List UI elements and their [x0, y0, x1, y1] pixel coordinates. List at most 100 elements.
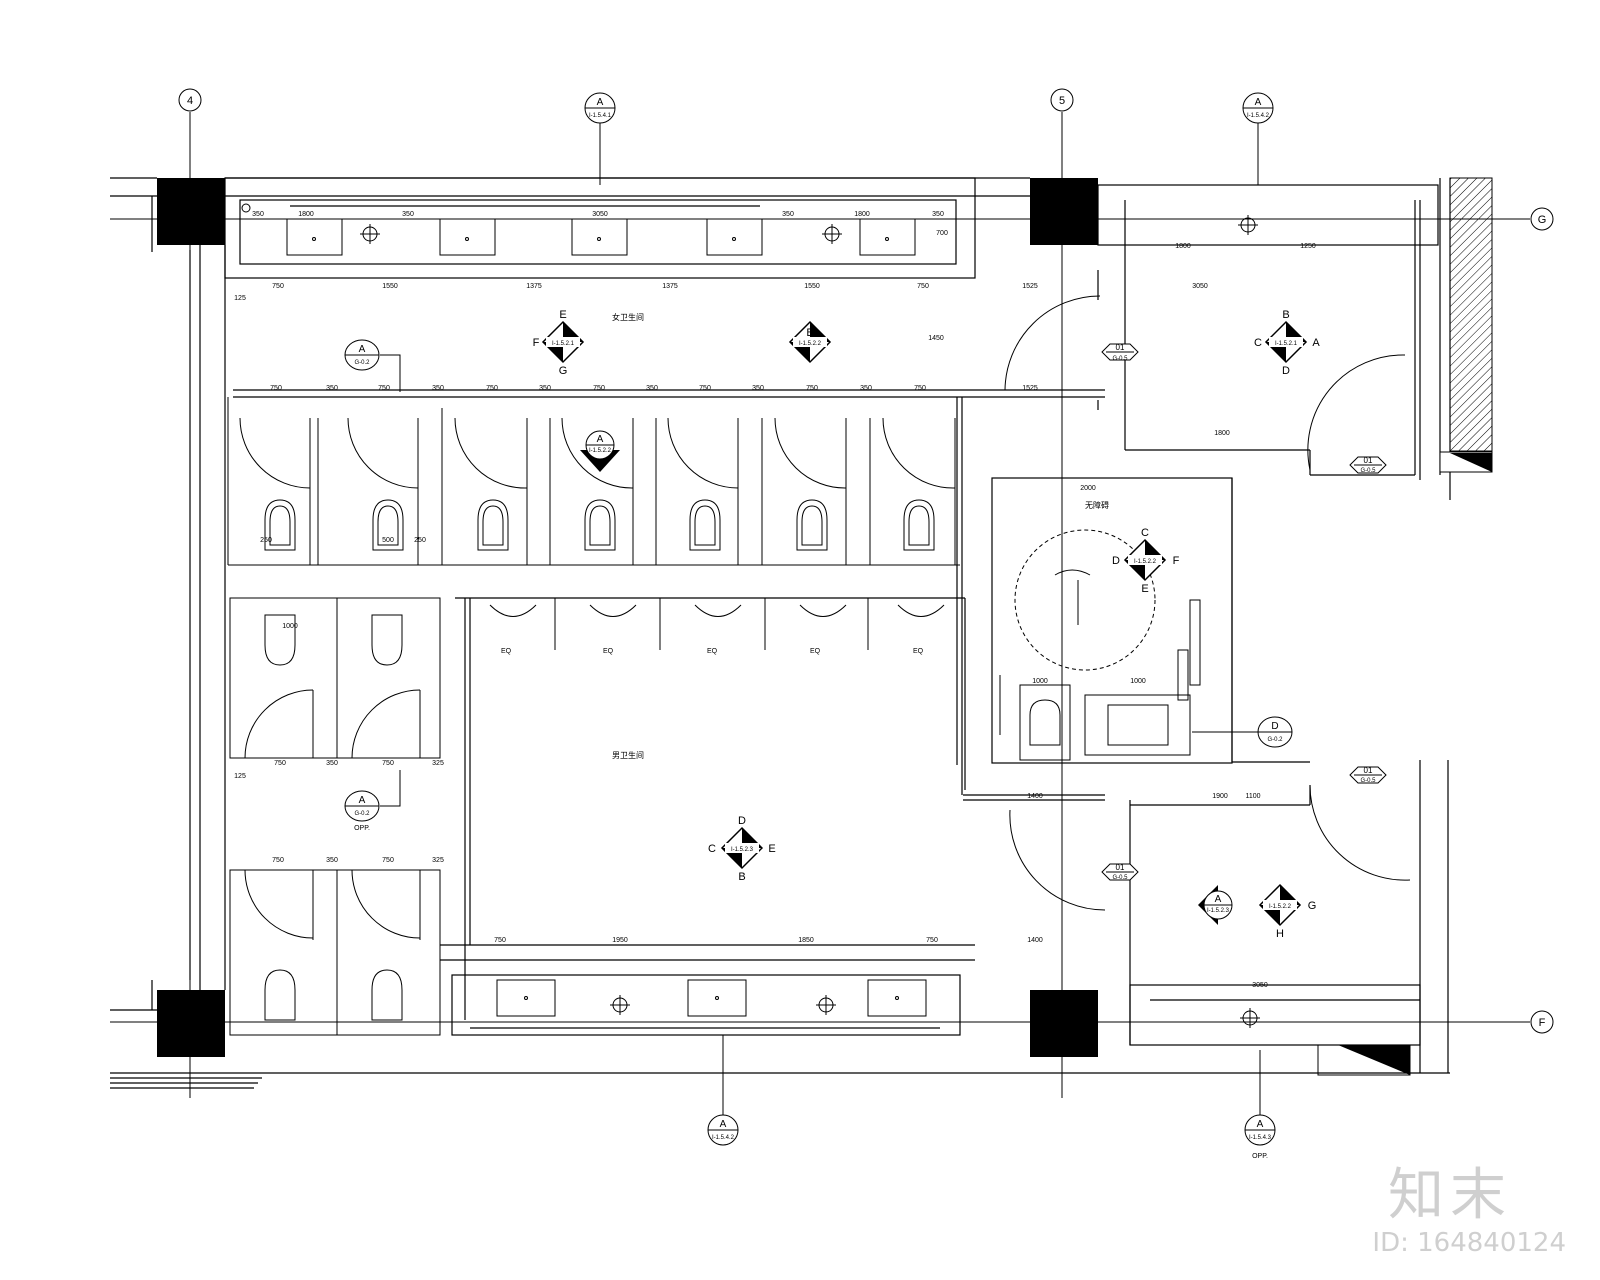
- svg-text:1525: 1525: [1022, 283, 1038, 290]
- svg-text:01: 01: [1364, 456, 1373, 465]
- svg-text:350: 350: [752, 385, 764, 392]
- hatched-wall-top: [1449, 177, 1493, 452]
- wall-wedge-bottom: [1338, 1045, 1410, 1075]
- svg-text:3050: 3050: [1252, 982, 1268, 989]
- svg-text:250: 250: [414, 537, 426, 544]
- elevation-tag-bottom-mid: A I-1.5.4.2: [707, 1035, 739, 1146]
- grid-label-4: 4: [187, 95, 193, 107]
- pipe-box-bottom: [1317, 1044, 1411, 1076]
- svg-text:A: A: [597, 97, 604, 108]
- detail-tag-stall-row-2: A G-0.2 OPP.: [344, 770, 401, 832]
- svg-text:A: A: [1255, 97, 1262, 108]
- svg-text:350: 350: [326, 385, 338, 392]
- svg-text:1800: 1800: [854, 211, 870, 218]
- svg-text:750: 750: [917, 283, 929, 290]
- svg-text:EQ: EQ: [707, 648, 718, 655]
- svg-text:B: B: [806, 327, 813, 339]
- svg-text:EQ: EQ: [501, 648, 512, 655]
- svg-text:1900: 1900: [1212, 793, 1228, 800]
- vanity-sinks-bottom: [496, 979, 1260, 1028]
- svg-text:D: D: [738, 815, 746, 827]
- svg-text:G-0.2: G-0.2: [1267, 737, 1283, 743]
- svg-text:1375: 1375: [526, 283, 542, 290]
- accessible-fixtures: [999, 529, 1201, 761]
- svg-text:125: 125: [234, 295, 246, 302]
- svg-text:350: 350: [782, 211, 794, 218]
- svg-text:A: A: [1215, 894, 1222, 905]
- svg-text:1400: 1400: [1027, 793, 1043, 800]
- watermark-id: ID: 164840124: [1372, 1228, 1566, 1258]
- section-marker-2: I-1.5.2.2 B: [788, 320, 832, 364]
- svg-text:B: B: [738, 871, 745, 883]
- section-marker-5: I-1.5.2.2 C D F E: [1112, 527, 1180, 595]
- svg-text:1950: 1950: [612, 937, 628, 944]
- svg-text:D: D: [1271, 721, 1278, 732]
- svg-text:I-1.5.4.2: I-1.5.4.2: [712, 1135, 735, 1141]
- svg-text:750: 750: [378, 385, 390, 392]
- structural-columns: [157, 178, 1098, 1057]
- svg-text:01: 01: [1364, 766, 1373, 775]
- svg-text:1550: 1550: [382, 283, 398, 290]
- grid-bubble-4: 4: [178, 88, 202, 112]
- svg-text:1375: 1375: [662, 283, 678, 290]
- svg-text:G: G: [559, 365, 568, 377]
- svg-text:750: 750: [699, 385, 711, 392]
- svg-text:750: 750: [272, 857, 284, 864]
- svg-text:OPP.: OPP.: [354, 825, 370, 832]
- door-tag-3: 01 G-0.5: [1349, 766, 1387, 784]
- svg-text:3050: 3050: [1192, 283, 1208, 290]
- svg-text:I-1.5.2.2: I-1.5.2.2: [1134, 559, 1157, 565]
- svg-text:750: 750: [494, 937, 506, 944]
- svg-text:350: 350: [539, 385, 551, 392]
- main-doors: [1004, 295, 1411, 911]
- svg-text:I-1.5.2.2: I-1.5.2.2: [799, 341, 822, 347]
- svg-text:325: 325: [432, 760, 444, 767]
- svg-text:I-1.5.2.2: I-1.5.2.2: [589, 448, 612, 454]
- watermark-logo: 知末: [1388, 1163, 1512, 1228]
- door-tag-1: 01 G-0.5: [1101, 343, 1139, 362]
- svg-text:3050: 3050: [592, 211, 608, 218]
- svg-text:E: E: [559, 309, 566, 321]
- vanity-sinks-top: [241, 203, 1258, 256]
- svg-text:A: A: [1257, 1119, 1264, 1130]
- svg-text:1000: 1000: [1032, 678, 1048, 685]
- svg-text:I-1.5.2.3: I-1.5.2.3: [1207, 908, 1230, 914]
- svg-text:1000: 1000: [282, 623, 298, 630]
- section-marker-8: I-1.5.2.2 G H: [1258, 883, 1317, 940]
- svg-text:750: 750: [270, 385, 282, 392]
- svg-text:G: G: [1308, 900, 1317, 912]
- svg-text:750: 750: [593, 385, 605, 392]
- section-marker-4: I-1.5.2.1 B C A D: [1254, 309, 1320, 377]
- svg-text:750: 750: [486, 385, 498, 392]
- svg-text:I-1.5.2.1: I-1.5.2.1: [552, 341, 575, 347]
- svg-text:F: F: [1173, 555, 1180, 567]
- svg-text:I-1.5.4.1: I-1.5.4.1: [589, 113, 612, 119]
- svg-text:G-0.5: G-0.5: [1112, 875, 1128, 881]
- svg-text:750: 750: [914, 385, 926, 392]
- section-marker-3: A I-1.5.2.2: [580, 430, 620, 472]
- svg-text:350: 350: [860, 385, 872, 392]
- svg-text:G-0.2: G-0.2: [354, 811, 370, 817]
- door-tag-2: 01 G-0.5: [1349, 456, 1387, 474]
- svg-text:350: 350: [326, 857, 338, 864]
- svg-text:G-0.5: G-0.5: [1112, 356, 1128, 362]
- svg-text:A: A: [1312, 337, 1320, 349]
- grid-bubble-g: G: [1530, 207, 1554, 231]
- svg-text:A: A: [359, 344, 366, 355]
- svg-text:750: 750: [382, 857, 394, 864]
- svg-text:B: B: [1282, 309, 1289, 321]
- svg-text:125: 125: [234, 773, 246, 780]
- svg-text:1000: 1000: [1130, 678, 1146, 685]
- svg-text:250: 250: [260, 537, 272, 544]
- svg-text:1100: 1100: [1245, 793, 1260, 800]
- svg-text:OPP.: OPP.: [1252, 1153, 1268, 1160]
- svg-text:C: C: [1141, 527, 1149, 539]
- svg-text:1250: 1250: [1300, 243, 1316, 250]
- svg-text:EQ: EQ: [603, 648, 614, 655]
- door-tag-4: 01 G-0.5: [1101, 863, 1139, 881]
- svg-text:E: E: [768, 843, 775, 855]
- svg-text:A: A: [597, 434, 604, 445]
- svg-text:A: A: [720, 1119, 727, 1130]
- svg-text:350: 350: [326, 760, 338, 767]
